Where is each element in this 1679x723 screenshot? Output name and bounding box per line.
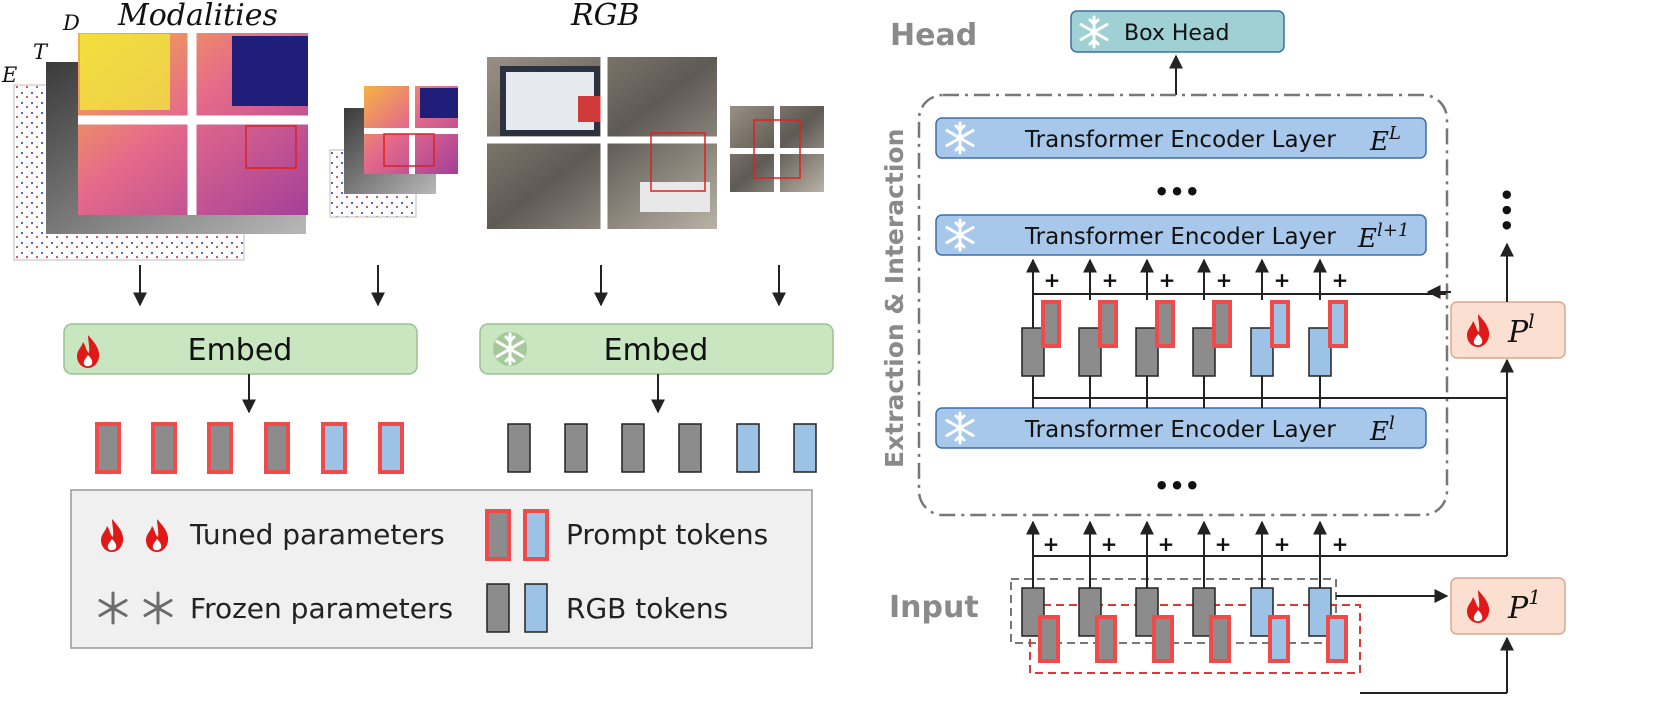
plus-sign: + (1158, 532, 1175, 556)
encoder-top-sup: L (1388, 123, 1401, 144)
box-head: Box Head (1070, 10, 1285, 53)
encoder-low-label: Transformer Encoder Layer (1024, 417, 1336, 443)
box-head-label: Box Head (1124, 21, 1229, 46)
head-label: Head (890, 18, 977, 53)
ellipsis-top: ••• (1154, 178, 1200, 206)
depth-image-dark-region (232, 36, 308, 106)
interaction-tokens: + + + + + + (1021, 258, 1349, 377)
encoder-top-base: E (1369, 127, 1389, 157)
embed-output-arrows (242, 374, 665, 414)
svg-text:Pl: Pl (1507, 309, 1535, 350)
legend-rgb-label: RGB tokens (566, 592, 728, 625)
rgb-token-row (507, 423, 817, 473)
input-token-group (1010, 578, 1361, 674)
prompt-l-sup: l (1528, 309, 1534, 333)
plus-sign: + (1043, 532, 1060, 556)
plus-sign: + (1101, 532, 1118, 556)
depth-image-yellow-region (80, 34, 170, 110)
plus-sign: + (1102, 268, 1119, 292)
plus-sign: + (1159, 268, 1176, 292)
modality-letter-d: D (62, 11, 80, 35)
interaction-up-lines (1032, 376, 1321, 408)
plus-sign: + (1044, 268, 1061, 292)
svg-text:El+1: El+1 (1357, 220, 1409, 254)
legend-frozen-label: Frozen parameters (190, 592, 453, 625)
extraction-interaction-container (917, 93, 1449, 517)
prompt-token-row (95, 422, 404, 474)
legend: Tuned parameters Frozen parameters Promp… (70, 489, 813, 649)
plus-sign: + (1215, 532, 1232, 556)
encoder-top-label: Transformer Encoder Layer (1024, 127, 1336, 153)
encoder-mid-base: E (1357, 224, 1377, 254)
embed-frozen-box: Embed (479, 323, 834, 375)
plus-sign: + (1274, 532, 1291, 556)
rgb-title: RGB (570, 0, 640, 33)
legend-prompt-gray (485, 509, 511, 561)
rgb-images: RGB (487, 0, 824, 229)
modality-letter-e: E (1, 63, 17, 87)
encoder-layer-low: Transformer Encoder Layer El (935, 407, 1427, 449)
legend-rgb-gray (486, 583, 510, 633)
modality-letter-t: T (33, 40, 49, 64)
legend-tuned-label: Tuned parameters (189, 518, 445, 551)
embed-tuned-label: Embed (188, 333, 293, 368)
legend-prompt-blue (523, 509, 549, 561)
prompt-l-box: Pl (1450, 301, 1566, 359)
legend-rgb-blue (524, 583, 548, 633)
svg-text:P1: P1 (1507, 585, 1541, 626)
modality-images: E T D Modalities (1, 0, 458, 261)
encoder-layer-mid: Transformer Encoder Layer El+1 (935, 214, 1427, 256)
prompt-1-box: P1 (1450, 577, 1566, 635)
prompt-l-base: P (1507, 315, 1529, 350)
encoder-mid-sup: l+1 (1377, 220, 1409, 241)
input-label: Input (889, 590, 979, 625)
plus-sign: + (1332, 532, 1349, 556)
svg-text:El: El (1369, 413, 1395, 447)
plus-sign: + (1216, 268, 1233, 292)
input-up-arrows: + + + + + + (1026, 520, 1507, 588)
prompt-1-sup: 1 (1528, 585, 1541, 609)
prompt-1-base: P (1507, 591, 1529, 626)
embed-tuned-box: Embed (63, 323, 418, 375)
plus-sign: + (1332, 268, 1349, 292)
encoder-mid-label: Transformer Encoder Layer (1024, 224, 1336, 250)
embed-frozen-label: Embed (604, 333, 709, 368)
side-label: Extraction & Interaction (880, 129, 909, 468)
modalities-title: Modalities (117, 0, 278, 33)
plus-sign: + (1274, 268, 1291, 292)
ellipsis-vertical: ••• (1492, 187, 1520, 233)
ellipsis-bottom: ••• (1154, 472, 1200, 500)
svg-text:EL: EL (1369, 123, 1401, 157)
encoder-layer-top: Transformer Encoder Layer EL (935, 117, 1427, 159)
legend-prompt-label: Prompt tokens (566, 518, 768, 551)
encoder-low-sup: l (1389, 413, 1395, 434)
encoder-low-base: E (1369, 417, 1389, 447)
embed-input-arrows (133, 265, 786, 307)
